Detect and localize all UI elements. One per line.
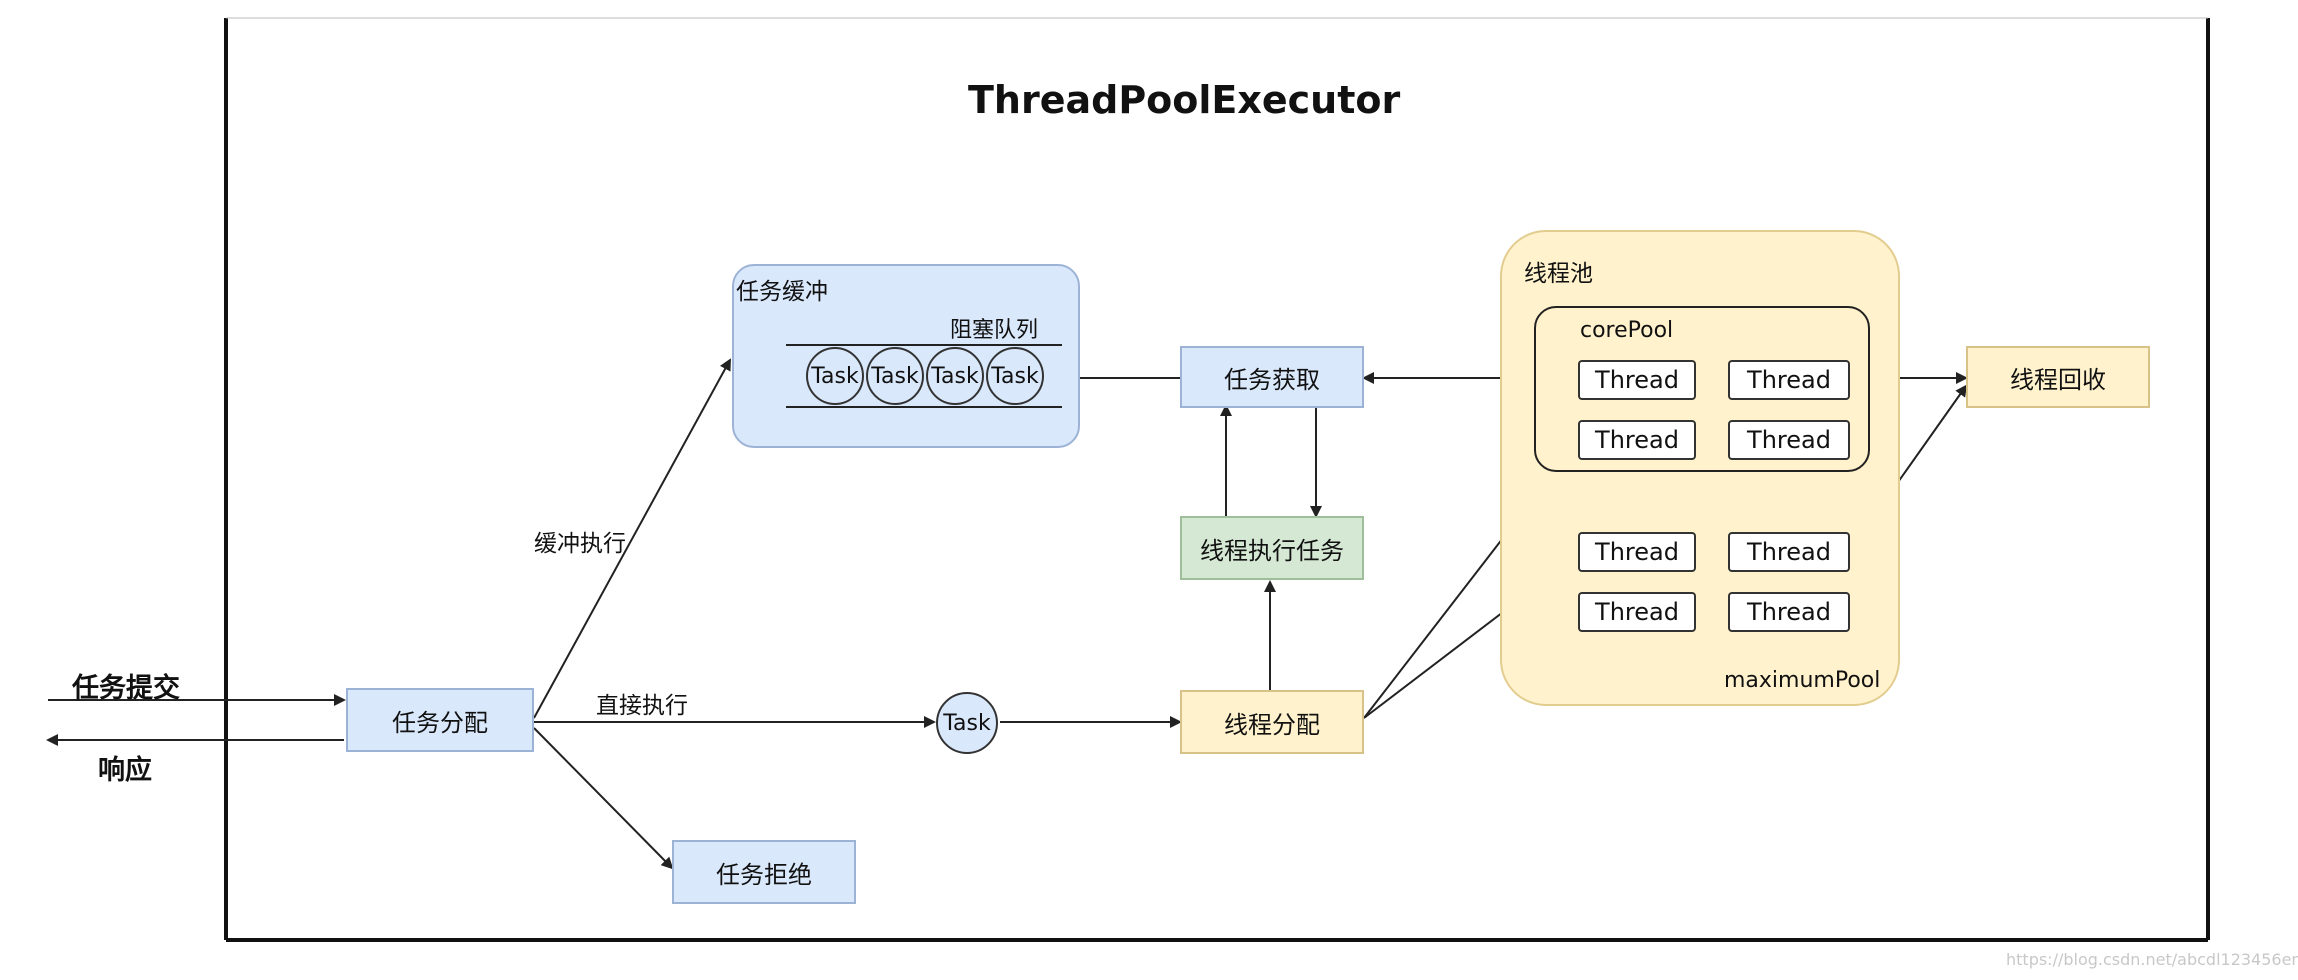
watermark-text: https://blog.csdn.net/abcdl123456er xyxy=(2006,950,2298,969)
queue-task-2: Task xyxy=(866,347,924,405)
diagram-title: ThreadPoolExecutor xyxy=(968,78,1401,122)
queue-top-line xyxy=(786,344,1062,346)
blocking-queue-label: 阻塞队列 xyxy=(950,318,1039,343)
queue-task-4: Task xyxy=(986,347,1044,405)
direct-exec-label: 直接执行 xyxy=(596,693,688,719)
extra-thread-2: Thread xyxy=(1728,532,1850,572)
recycle-node: 线程回收 xyxy=(1966,346,2150,408)
queue-bottom-line xyxy=(786,406,1062,408)
extra-thread-4: Thread xyxy=(1728,592,1850,632)
buffer-exec-arrow xyxy=(533,358,731,719)
allocate-node: 线程分配 xyxy=(1180,690,1364,754)
core-pool-region: corePool xyxy=(1534,306,1870,472)
extra-thread-1: Thread xyxy=(1578,532,1696,572)
core-thread-4: Thread xyxy=(1728,420,1850,460)
maximum-pool-label: maximumPool xyxy=(1724,668,1881,693)
buffer-exec-label: 缓冲执行 xyxy=(534,531,626,557)
response-label: 响应 xyxy=(98,755,152,786)
fetch-node: 任务获取 xyxy=(1180,346,1364,408)
extra-thread-3: Thread xyxy=(1578,592,1696,632)
direct-task-node: Task xyxy=(936,692,998,754)
core-thread-2: Thread xyxy=(1728,360,1850,400)
reject-node: 任务拒绝 xyxy=(672,840,856,904)
buffer-region: 任务缓冲 阻塞队列 Task Task Task Task xyxy=(732,264,1080,448)
core-thread-1: Thread xyxy=(1578,360,1696,400)
core-pool-label: corePool xyxy=(1580,318,1674,343)
execute-node: 线程执行任务 xyxy=(1180,516,1364,580)
thread-pool-region: 线程池 maximumPool corePool Thread Thread T… xyxy=(1500,230,1900,706)
queue-task-1: Task xyxy=(806,347,864,405)
reject-arrow xyxy=(533,727,674,870)
submit-label: 任务提交 xyxy=(72,673,180,704)
pool-title: 线程池 xyxy=(1524,261,1593,287)
queue-task-3: Task xyxy=(926,347,984,405)
core-thread-3: Thread xyxy=(1578,420,1696,460)
dispatch-node: 任务分配 xyxy=(346,688,534,752)
buffer-title: 任务缓冲 xyxy=(736,279,828,305)
